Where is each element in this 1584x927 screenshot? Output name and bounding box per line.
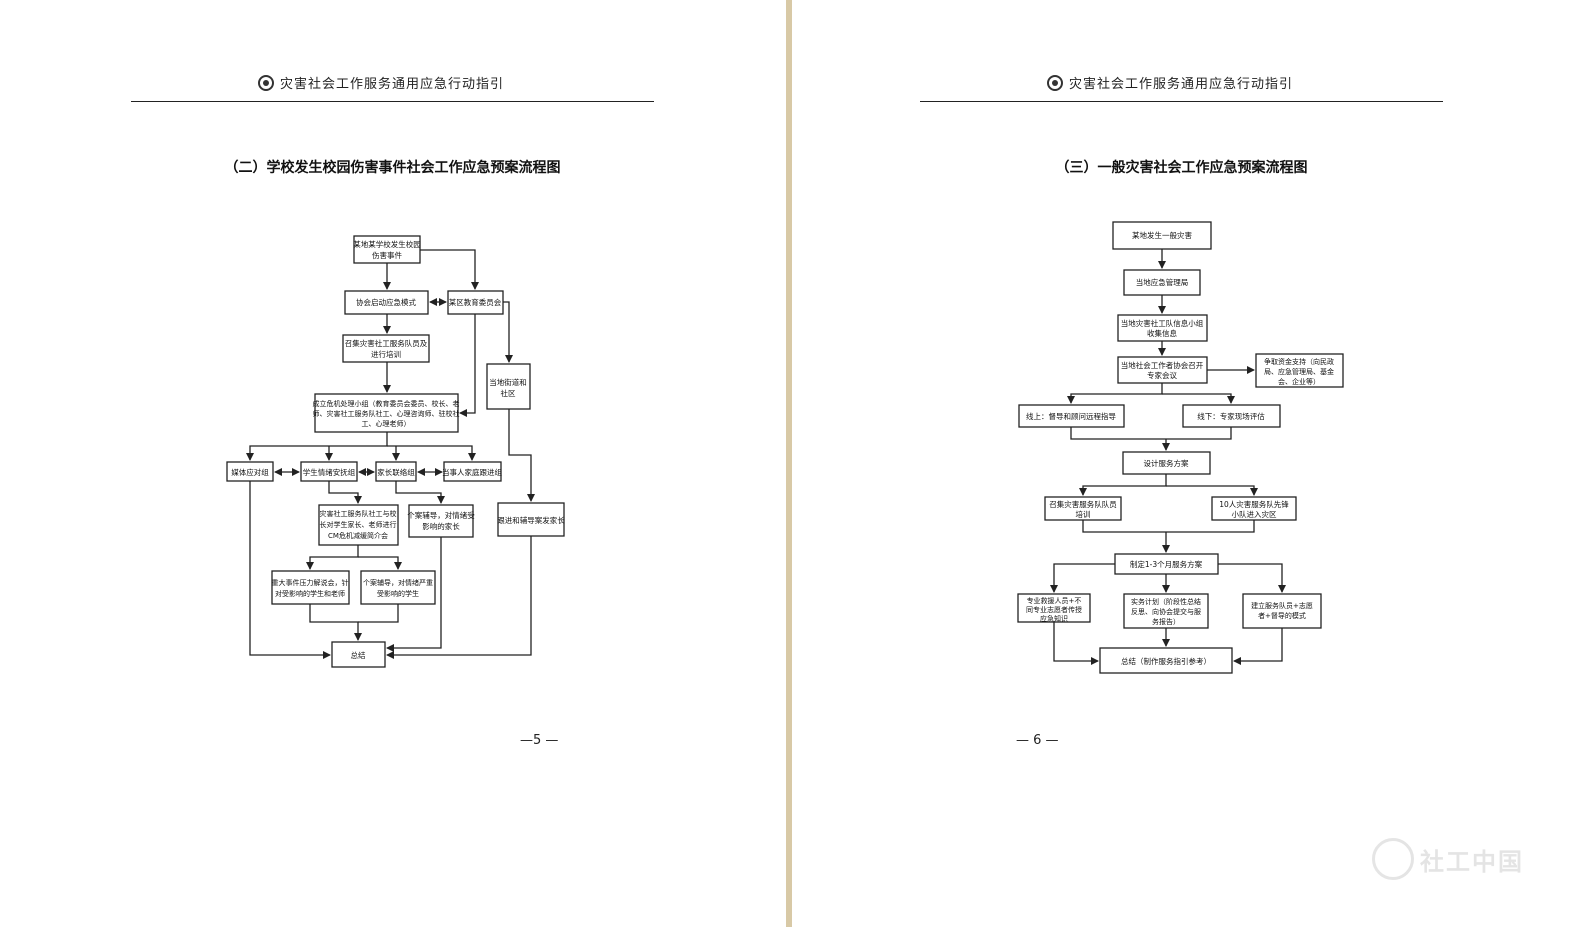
left-page-number: —5 — [520, 733, 559, 748]
general-disaster-flowchart: 某地发生一般灾害 当地应急管理局 当地灾害社工队信息小组 收集信息 当地社会工作… [1017, 221, 1344, 674]
association-logo-icon [1047, 74, 1063, 91]
node-parent-counseling [408, 504, 474, 538]
node-funding-line3: 会、企业等） [1278, 377, 1320, 386]
node-parent-counseling-line1: 个案辅导，对情绪受 [407, 510, 475, 520]
node-team-model-line1: 建立服务队员+志愿 [1251, 601, 1313, 610]
node-online-guidance-label: 线上：督导和顾问远程指导 [1026, 411, 1116, 421]
node-expert-meeting [1117, 356, 1208, 384]
node-practice-plan-line1: 实务计划（阶段性总结 [1131, 597, 1201, 606]
node-crisis-team-line3: 工、心理老师） [362, 419, 411, 428]
right-page-number: — 6 — [1016, 733, 1059, 748]
node-info-collection-line1: 当地灾害社工队信息小组 [1121, 318, 1204, 328]
node-summary-guide-label: 总结（制作服务指引参考） [1121, 656, 1211, 666]
right-header-rule [920, 101, 1443, 102]
node-knowledge-line2: 同专业志愿者传授 [1026, 605, 1082, 614]
node-student-counseling [360, 570, 436, 605]
node-design-plan-label: 设计服务方案 [1144, 458, 1189, 468]
node-recruit-train [342, 334, 430, 363]
node-family-group-label: 当事人家庭跟进组 [442, 467, 502, 477]
node-crisis-team-line2: 师、灾害社工服务队社工、心理咨询师、驻校社 [313, 409, 460, 418]
node-team-model [1242, 593, 1322, 629]
node-cm-briefing-line2: 长对学生家长、老师进行 [320, 520, 397, 529]
node-vanguard-line2: 小队进入灾区 [1232, 509, 1277, 519]
node-incident-line2: 伤害事件 [372, 250, 402, 260]
association-logo-icon [258, 74, 274, 91]
right-page: 灾害社会工作服务通用应急行动指引 （三）一般灾害社会工作应急预案流程图 [793, 0, 1584, 927]
node-stress-debrief-line2: 对受影响的学生和老师 [275, 589, 345, 598]
node-activate-emergency-label: 协会启动应急模式 [356, 297, 416, 307]
node-service-plan-label: 制定1-3个月服务方案 [1130, 559, 1203, 569]
node-crisis-team [314, 393, 459, 433]
node-practice-plan-line3: 务报告） [1152, 617, 1180, 626]
node-emergency-bureau-label: 当地应急管理局 [1136, 277, 1189, 287]
node-cm-briefing-line1: 灾害社工服务队社工与校 [320, 509, 397, 518]
node-knowledge-line1: 专业救援人员+不 [1027, 596, 1082, 605]
watermark-text: 社工中国 [1420, 847, 1524, 876]
school-incident-flowchart: 某地某学校发生校园 伤害事件 协会启动应急模式 某区教育委员会 召集灾害社工服务… [226, 235, 565, 668]
node-summary [331, 641, 386, 668]
node-recruit-train-line1: 召集灾害社工服务队员及 [345, 338, 428, 348]
page-divider [786, 0, 792, 927]
node-summary-guide [1099, 647, 1233, 674]
node-follow-parents [497, 502, 565, 537]
node-team-model-line2: 者+督导的模式 [1258, 611, 1306, 620]
watermark-logo-icon [1372, 838, 1414, 880]
node-student-group-label: 学生情绪安抚组 [303, 467, 356, 477]
right-page-header: 灾害社会工作服务通用应急行动指引 [1047, 73, 1293, 92]
left-header-rule [131, 101, 654, 102]
node-knowledge-line3: 应急知识 [1040, 614, 1068, 623]
node-practice-plan [1123, 593, 1209, 629]
node-info-collection [1117, 314, 1208, 342]
node-funding-line2: 局、应急管理局、基金 [1264, 367, 1334, 376]
left-page-title: （二）学校发生校园伤害事件社会工作应急预案流程图 [224, 160, 561, 176]
node-family-group [443, 461, 502, 482]
node-incident [353, 235, 421, 264]
node-street-community-line1: 当地街道和 [489, 377, 527, 387]
node-funding [1255, 353, 1344, 388]
node-street-community-line2: 社区 [501, 388, 516, 398]
node-student-counseling-line2: 受影响的学生 [377, 589, 419, 598]
node-disaster-occurs-label: 某地发生一般灾害 [1132, 230, 1192, 240]
node-stress-debrief-line1: 重大事件压力解说会，针 [272, 578, 349, 587]
node-expert-meeting-line1: 当地社会工作者协会召开 [1121, 360, 1204, 370]
node-onsite-assessment-label: 线下：专家现场评估 [1197, 411, 1265, 421]
node-follow-parents-label: 跟进和辅导案发家长 [497, 515, 565, 525]
node-emergency-bureau [1123, 269, 1201, 296]
node-recruit-training-line1: 召集灾害服务队队员 [1049, 499, 1117, 509]
node-recruit-train-line2: 进行培训 [371, 349, 401, 359]
node-funding-line1: 争取资金支持（向民政 [1264, 357, 1334, 366]
node-vanguard-line1: 10人灾害服务队先锋 [1219, 499, 1289, 509]
node-stress-debrief [271, 570, 350, 605]
left-header-text: 灾害社会工作服务通用应急行动指引 [280, 77, 505, 92]
site-watermark: 社工中国 [1372, 838, 1524, 880]
node-crisis-team-line1: 成立危机处理小组（教育委员会委员、校长、老 [313, 399, 460, 408]
node-expert-meeting-line2: 专家会议 [1147, 370, 1177, 380]
left-page-header: 灾害社会工作服务通用应急行动指引 [258, 73, 504, 92]
node-student-counseling-line1: 个案辅导，对情绪严重 [363, 578, 433, 587]
node-recruit-training-line2: 培训 [1076, 509, 1091, 519]
node-media-group-label: 媒体应对组 [231, 467, 269, 477]
node-info-collection-line2: 收集信息 [1147, 328, 1177, 338]
right-header-text: 灾害社会工作服务通用应急行动指引 [1069, 77, 1294, 92]
node-cm-briefing-line3: CM危机减缓简介会 [328, 531, 388, 540]
node-practice-plan-line2: 反思、向协会提交与服 [1131, 607, 1201, 616]
node-parent-counseling-line2: 影响的家长 [422, 521, 460, 531]
node-education-committee-label: 某区教育委员会 [449, 297, 502, 307]
node-summary-label: 总结 [351, 650, 366, 660]
node-incident-line1: 某地某学校发生校园 [353, 239, 421, 249]
left-page: 灾害社会工作服务通用应急行动指引 （二）学校发生校园伤害事件社会工作应急预案流程… [0, 0, 788, 927]
node-parent-group-label: 家长联络组 [377, 467, 415, 477]
right-page-title: （三）一般灾害社会工作应急预案流程图 [1055, 160, 1308, 176]
